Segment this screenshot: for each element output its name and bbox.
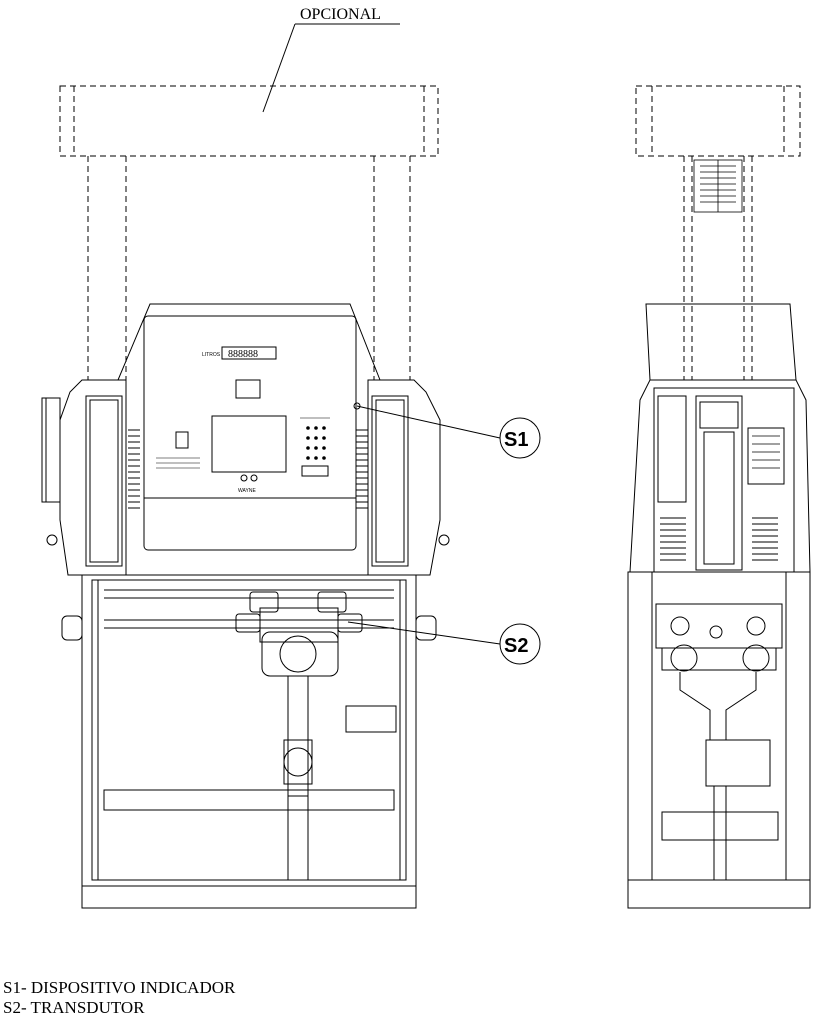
front-side-grilles [128, 429, 368, 509]
front-optional-canopy [59, 85, 439, 380]
front-junction-box [345, 705, 397, 733]
front-button-left [240, 474, 248, 482]
front-meter [279, 635, 317, 673]
callout-s1: S1 [356, 405, 541, 459]
optional-label: OPCIONAL [300, 6, 381, 23]
side-plate [747, 427, 785, 485]
front-left-hanger [41, 397, 61, 503]
side-cabinet [629, 379, 811, 573]
side-base [627, 571, 811, 909]
front-button-right [250, 474, 258, 482]
front-left-cabinet [59, 379, 127, 576]
front-screen [211, 415, 287, 473]
front-display-head: LITROS 888888 WAYNE [143, 315, 361, 551]
display-label: LITROS [202, 352, 221, 358]
side-optional-canopy [635, 85, 801, 380]
optional-label-group: OPCIONAL [262, 6, 400, 113]
front-top-cap [117, 303, 381, 381]
side-top-cap [645, 303, 797, 381]
legend-item-s1: S1- DISPOSITIVO INDICADOR [3, 978, 236, 997]
side-nozzle-holder [695, 395, 743, 571]
front-bottom-label: WAYNE [238, 488, 256, 494]
side-view [627, 85, 811, 909]
display-window [221, 346, 277, 360]
legend: S1- DISPOSITIVO INDICADOR S2- TRANSDUTOR [3, 978, 235, 1018]
callout-s2: S2 [347, 621, 541, 665]
display-value: 888888 [228, 349, 258, 360]
legend-item-s2: S2- TRANSDUTOR [3, 998, 145, 1017]
callout-s2-label: S2 [504, 635, 528, 657]
front-view: LITROS 888888 WAYNE [41, 85, 450, 909]
front-base-frame [61, 574, 437, 909]
front-transducer-assembly [235, 591, 363, 880]
side-manifold [679, 672, 757, 741]
callout-s1-label: S1 [504, 429, 528, 451]
side-valve-plate [655, 603, 783, 649]
front-keypad [306, 426, 326, 460]
